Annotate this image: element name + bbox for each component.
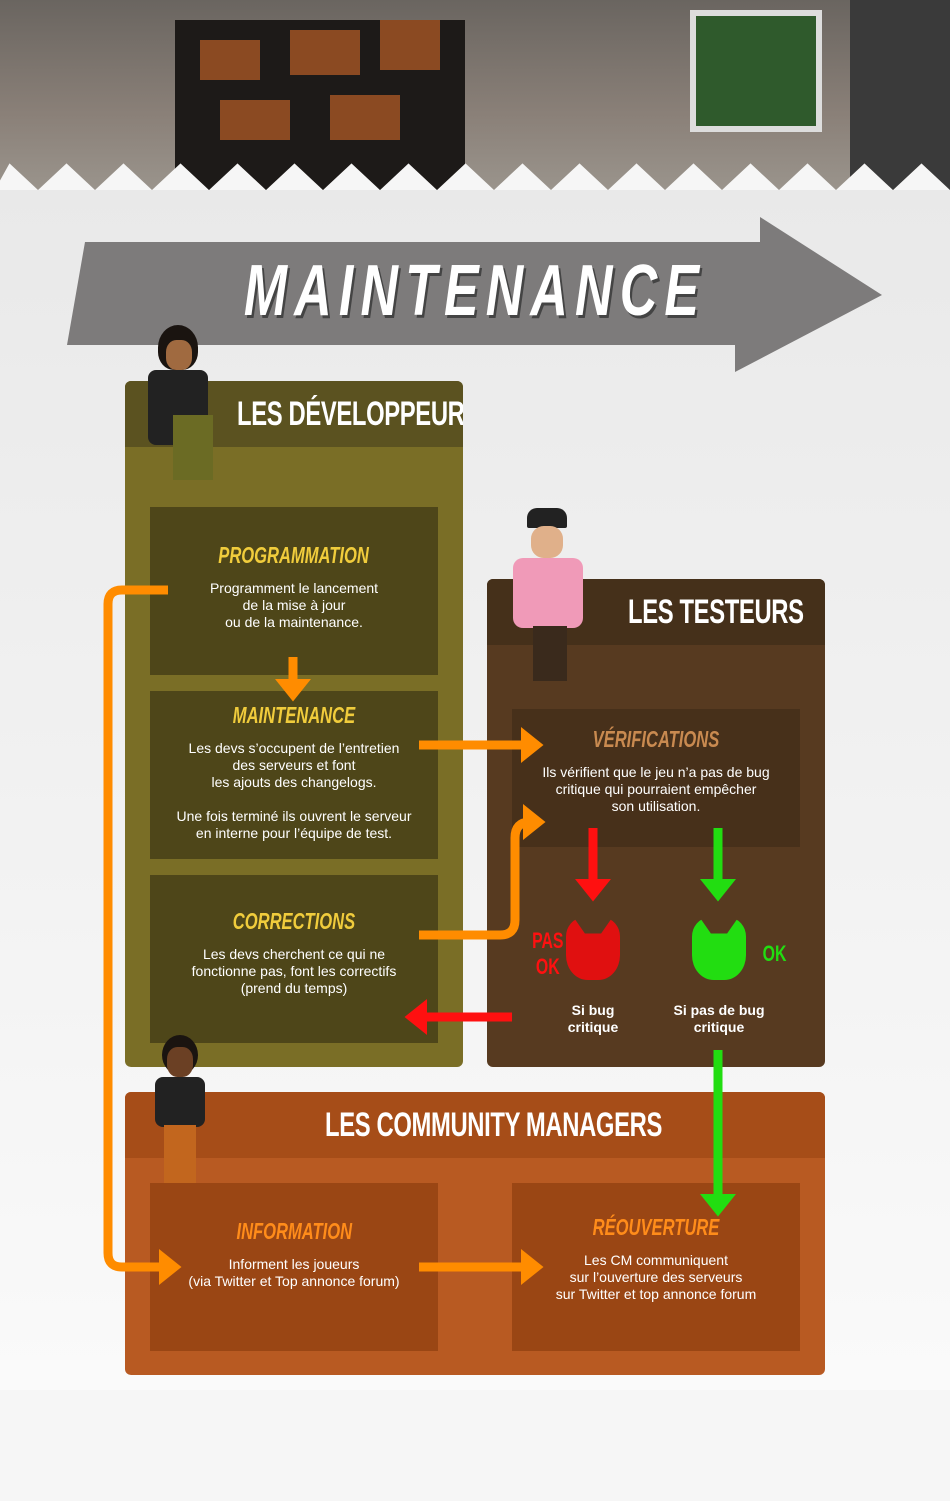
fail-tag: PAS OK	[532, 928, 564, 979]
step-title: PROGRAMMATION	[218, 542, 370, 568]
title-banner	[67, 217, 882, 372]
step-information: INFORMATION Informent les joueurs (via T…	[150, 1183, 438, 1351]
step-title: CORRECTIONS	[232, 908, 356, 934]
step-text: Les devs cherchent ce qui ne fonctionne …	[191, 946, 397, 996]
step-corrections: CORRECTIONS Les devs cherchent ce qui ne…	[150, 875, 438, 1043]
community-managers-heading: LES COMMUNITY MANAGERS	[325, 1106, 662, 1144]
pass-tag: OK	[762, 941, 787, 966]
office-illustration	[0, 0, 950, 190]
step-maintenance: MAINTENANCE Les devs s’occupent de l’ent…	[150, 691, 438, 859]
step-title: VÉRIFICATIONS	[592, 726, 720, 752]
step-text: Les devs s’occupent de l’entretien des s…	[176, 740, 412, 841]
arrow-programmation-to-information	[103, 585, 182, 1285]
step-verifications: VÉRIFICATIONS Ils vérifient que le jeu n…	[512, 709, 800, 847]
step-text: Informent les joueurs (via Twitter et To…	[188, 1256, 400, 1289]
pass-label: Si pas de bug critique	[673, 1002, 765, 1035]
page-title: MAINTENANCE	[243, 251, 707, 331]
step-reouverture: RÉOUVERTURE Les CM communiquent sur l’ou…	[512, 1183, 800, 1351]
step-text: Programment le lancement de la mise à jo…	[209, 580, 379, 630]
fail-label: Si bug critique	[567, 1002, 619, 1035]
step-text: Les CM communiquent sur l’ouverture des …	[555, 1252, 757, 1302]
testers-heading: LES TESTEURS	[628, 593, 804, 631]
developers-heading: LES DÉVELOPPEURS	[237, 395, 463, 433]
step-title: INFORMATION	[236, 1218, 352, 1244]
step-text: Ils vérifient que le jeu n’a pas de bug …	[542, 764, 770, 814]
developer-character	[148, 325, 228, 495]
step-programmation: PROGRAMMATION Programment le lancement d…	[150, 507, 438, 675]
step-title: RÉOUVERTURE	[592, 1214, 720, 1240]
arrow-corrections-to-verifications	[419, 804, 546, 940]
step-title: MAINTENANCE	[232, 702, 356, 728]
tester-character	[505, 508, 595, 688]
